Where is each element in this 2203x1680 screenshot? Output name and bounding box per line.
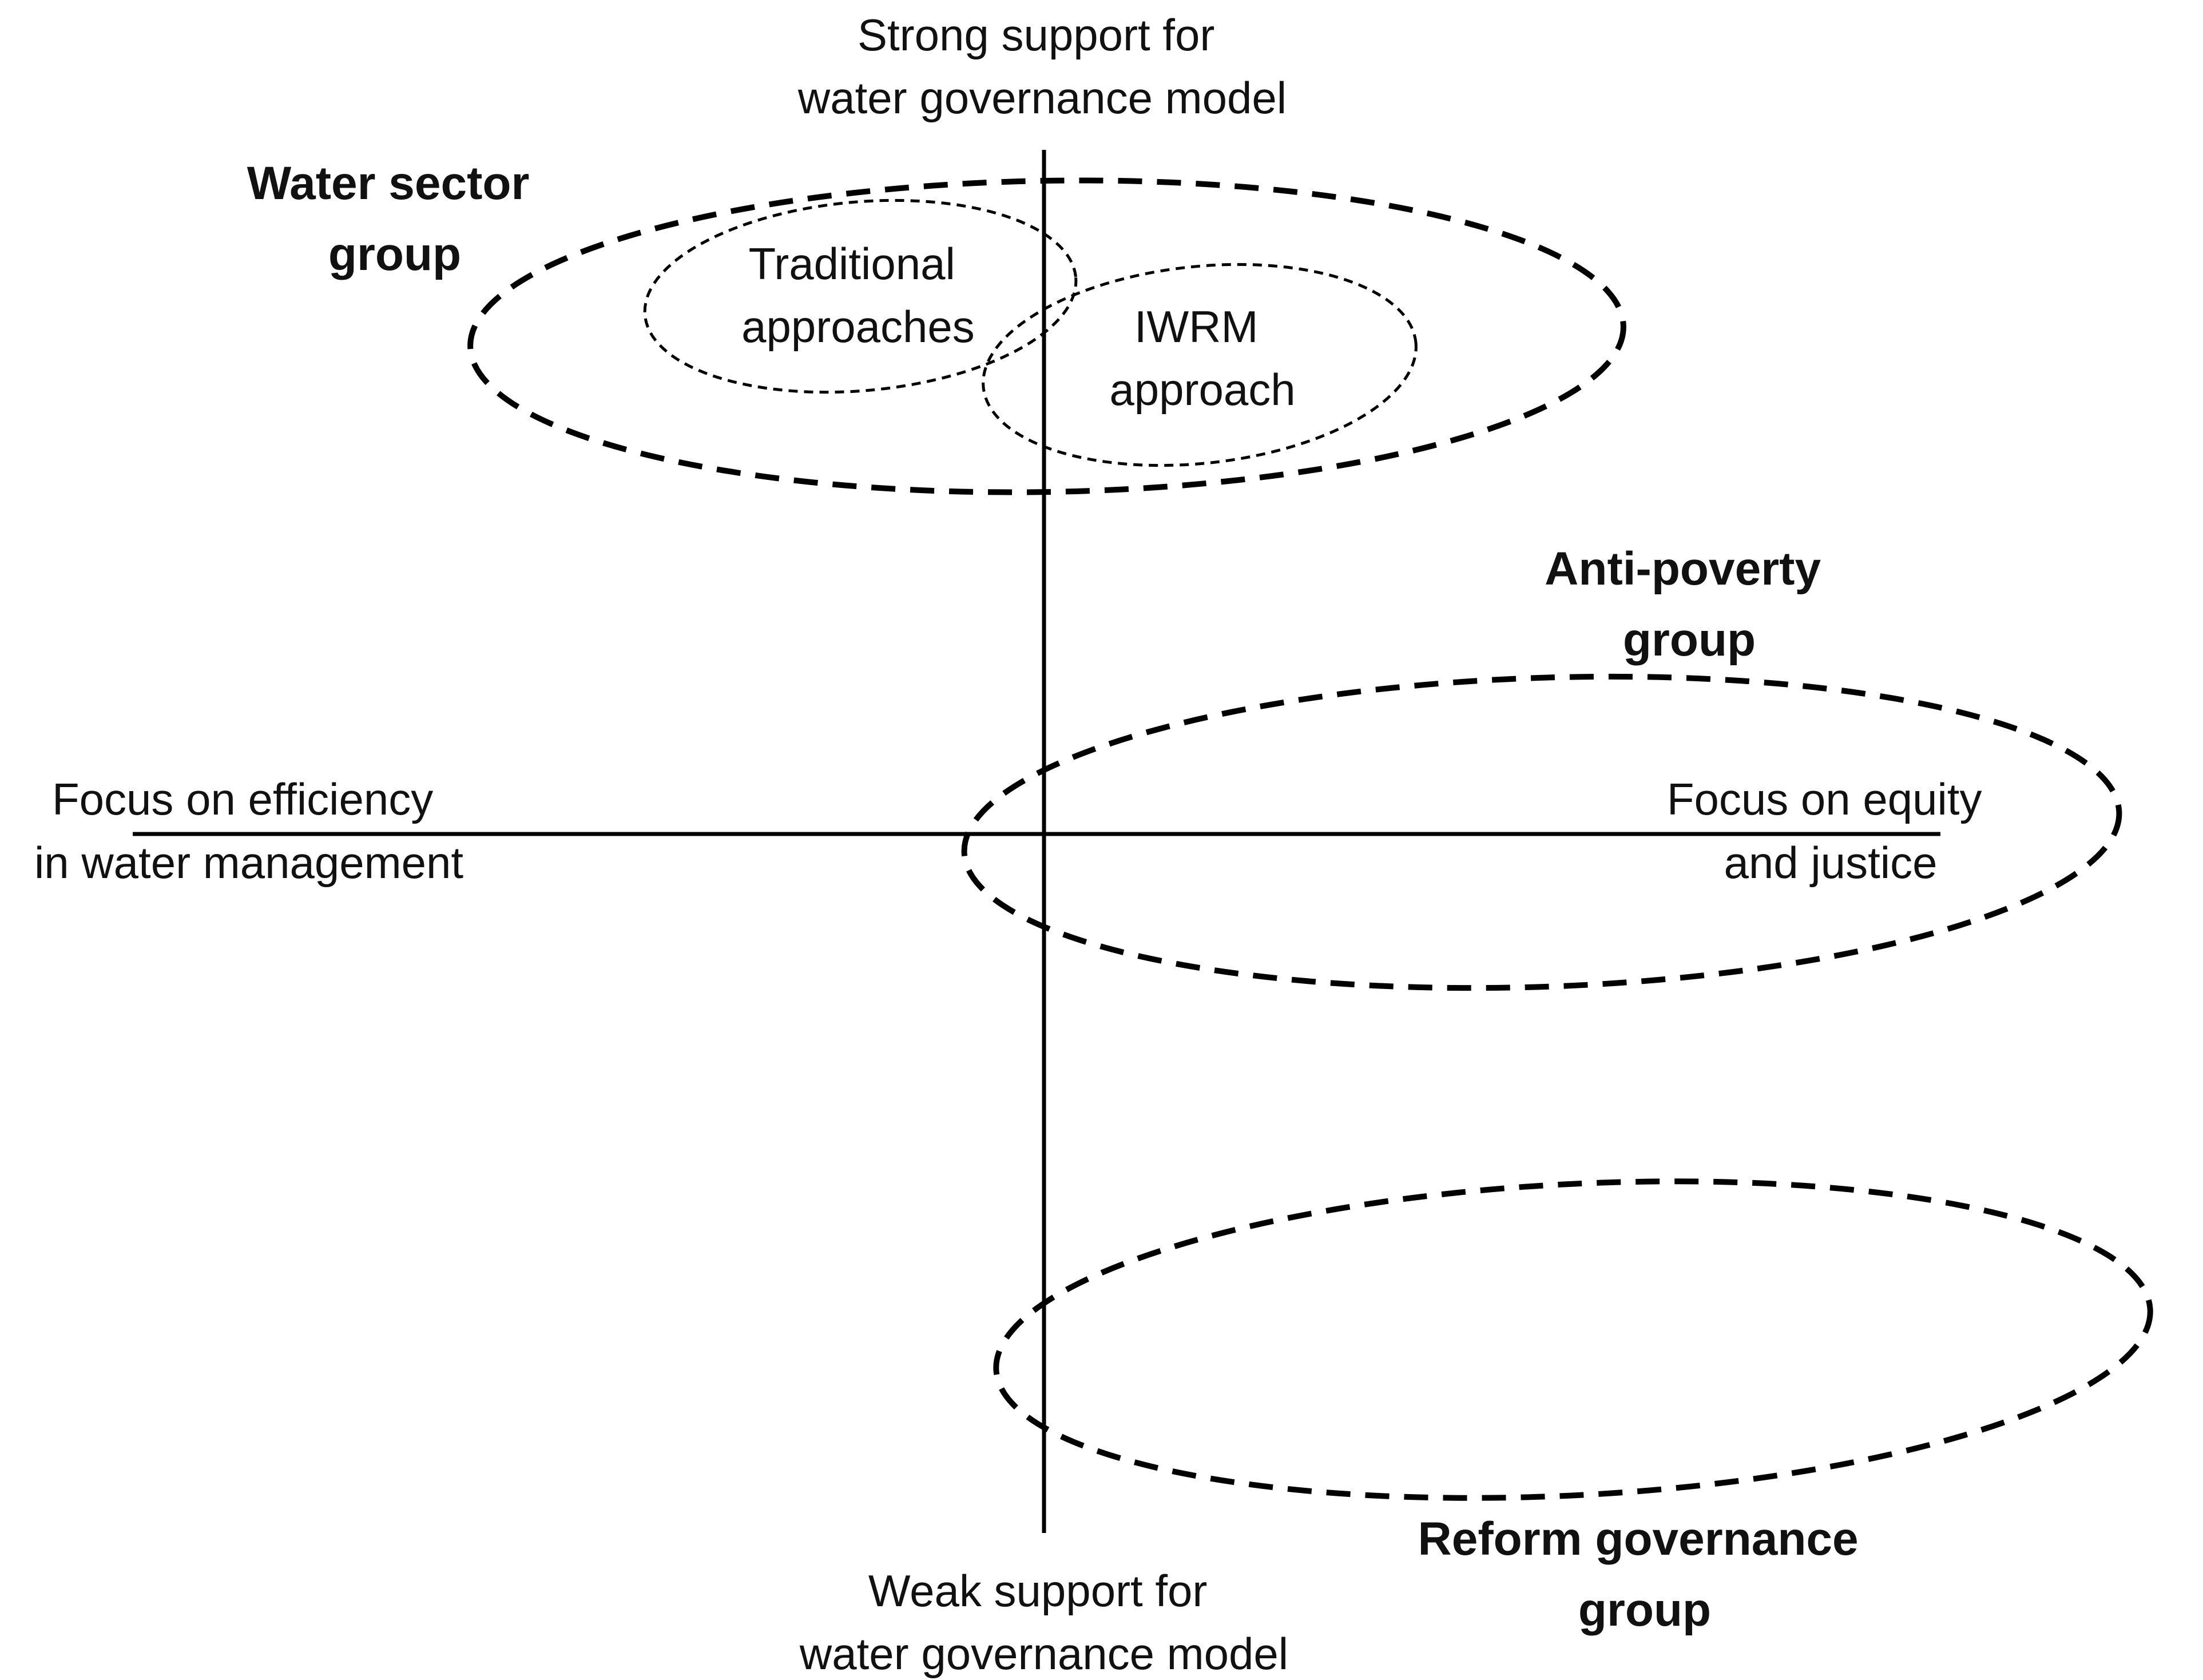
vertical-bottom-label-line-2: water governance model (799, 1629, 1288, 1679)
vertical-top-label: Strong support for water governance mode… (797, 10, 1287, 123)
iwrm-approach-label-line-1: IWRM (1134, 301, 1259, 352)
reform-governance-group-label-line-1: Reform governance (1418, 1513, 1859, 1565)
horizontal-right-label-line-1: Focus on equity (1667, 774, 1982, 824)
water-sector-group-ellipse (467, 177, 1626, 495)
horizontal-left-label-line-1: Focus on efficiency (52, 774, 433, 824)
horizontal-left-label-line-2: in water management (34, 837, 463, 888)
iwrm-approach-label-line-2: approach (1109, 364, 1295, 415)
traditional-approaches-ellipse (643, 198, 1078, 394)
anti-poverty-group-label-line-2: group (1623, 614, 1756, 666)
reform-governance-group-ellipse (993, 1178, 2153, 1501)
horizontal-right-label: Focus on equity and justice (1667, 774, 1994, 888)
water-sector-group-label-line-2: group (328, 228, 461, 280)
anti-poverty-group-label-line-1: Anti-poverty (1545, 543, 1821, 595)
anti-poverty-group-ellipse (961, 673, 2122, 991)
reform-governance-group-label-line-2: group (1578, 1584, 1711, 1636)
vertical-bottom-label-line-1: Weak support for (868, 1566, 1208, 1616)
vertical-bottom-label: Weak support for water governance model (799, 1566, 1288, 1679)
traditional-approaches-label-line-1: Traditional (749, 239, 955, 289)
horizontal-right-label-line-2: and justice (1724, 837, 1938, 888)
iwrm-approach-ellipse (982, 263, 1418, 467)
vertical-top-label-line-2: water governance model (797, 73, 1287, 123)
vertical-top-label-line-1: Strong support for (858, 10, 1214, 60)
horizontal-left-label: Focus on efficiency in water management (34, 774, 463, 888)
traditional-approaches-label: Traditional approaches (741, 239, 975, 352)
water-sector-group-label: Water sector group (247, 157, 542, 280)
reform-governance-group-label: Reform governance group (1418, 1513, 1872, 1636)
anti-poverty-group-label: Anti-poverty group (1545, 543, 1834, 666)
water-sector-group-label-line-1: Water sector (247, 157, 530, 209)
iwrm-approach-label: IWRM approach (1109, 301, 1295, 415)
traditional-approaches-label-line-2: approaches (741, 301, 975, 352)
